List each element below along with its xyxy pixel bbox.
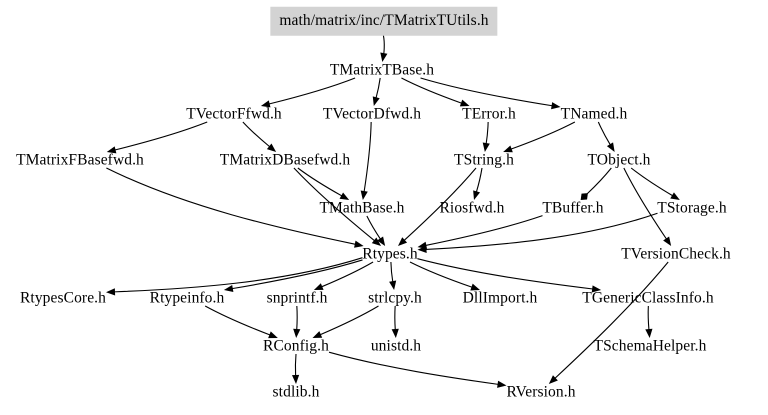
graph-node-dllimport[interactable]: DllImport.h bbox=[462, 289, 538, 307]
graph-node-rtypes[interactable]: Rtypes.h bbox=[362, 245, 418, 263]
graph-node-tmatrixtbase[interactable]: TMatrixTBase.h bbox=[329, 61, 435, 79]
graph-node-tstorage[interactable]: TStorage.h bbox=[657, 199, 727, 217]
graph-node-tobject[interactable]: TObject.h bbox=[587, 151, 651, 169]
graph-node-terror[interactable]: TError.h bbox=[462, 105, 516, 123]
graph-node-tversioncheck[interactable]: TVersionCheck.h bbox=[621, 245, 731, 263]
graph-node-rconfig[interactable]: RConfig.h bbox=[263, 337, 329, 355]
graph-node-rversion[interactable]: RVersion.h bbox=[506, 383, 576, 401]
graph-node-tmatrixdbasefwd[interactable]: TMatrixDBasefwd.h bbox=[219, 151, 351, 169]
graph-node-tvectorffwd[interactable]: TVectorFfwd.h bbox=[186, 105, 282, 123]
graph-node-tstring[interactable]: TString.h bbox=[454, 151, 514, 169]
graph-node-tschemahelper[interactable]: TSchemaHelper.h bbox=[593, 337, 707, 355]
graph-node-tnamed[interactable]: TNamed.h bbox=[560, 105, 628, 123]
graph-node-riosfwd[interactable]: Riosfwd.h bbox=[439, 199, 505, 217]
graph-node-tvectordfwd[interactable]: TVectorDfwd.h bbox=[322, 105, 422, 123]
graph-node-stdlib[interactable]: stdlib.h bbox=[272, 383, 320, 401]
graph-node-unistd[interactable]: unistd.h bbox=[370, 337, 422, 355]
graph-node-snprintf[interactable]: snprintf.h bbox=[266, 289, 328, 307]
graph-node-root[interactable]: math/matrix/inc/TMatrixTUtils.h bbox=[270, 6, 498, 36]
graph-node-strlcpy[interactable]: strlcpy.h bbox=[368, 289, 422, 307]
graph-node-rtypescore[interactable]: RtypesCore.h bbox=[19, 289, 107, 307]
graph-node-tmathbase[interactable]: TMathBase.h bbox=[319, 199, 405, 217]
graph-node-tgenericclassinfo[interactable]: TGenericClassInfo.h bbox=[582, 289, 714, 307]
graph-node-rtypeinfo[interactable]: Rtypeinfo.h bbox=[149, 289, 225, 307]
graph-node-tmatrixfbasefwd[interactable]: TMatrixFBasefwd.h bbox=[16, 151, 144, 169]
graph-node-tbuffer[interactable]: TBuffer.h bbox=[542, 199, 604, 217]
